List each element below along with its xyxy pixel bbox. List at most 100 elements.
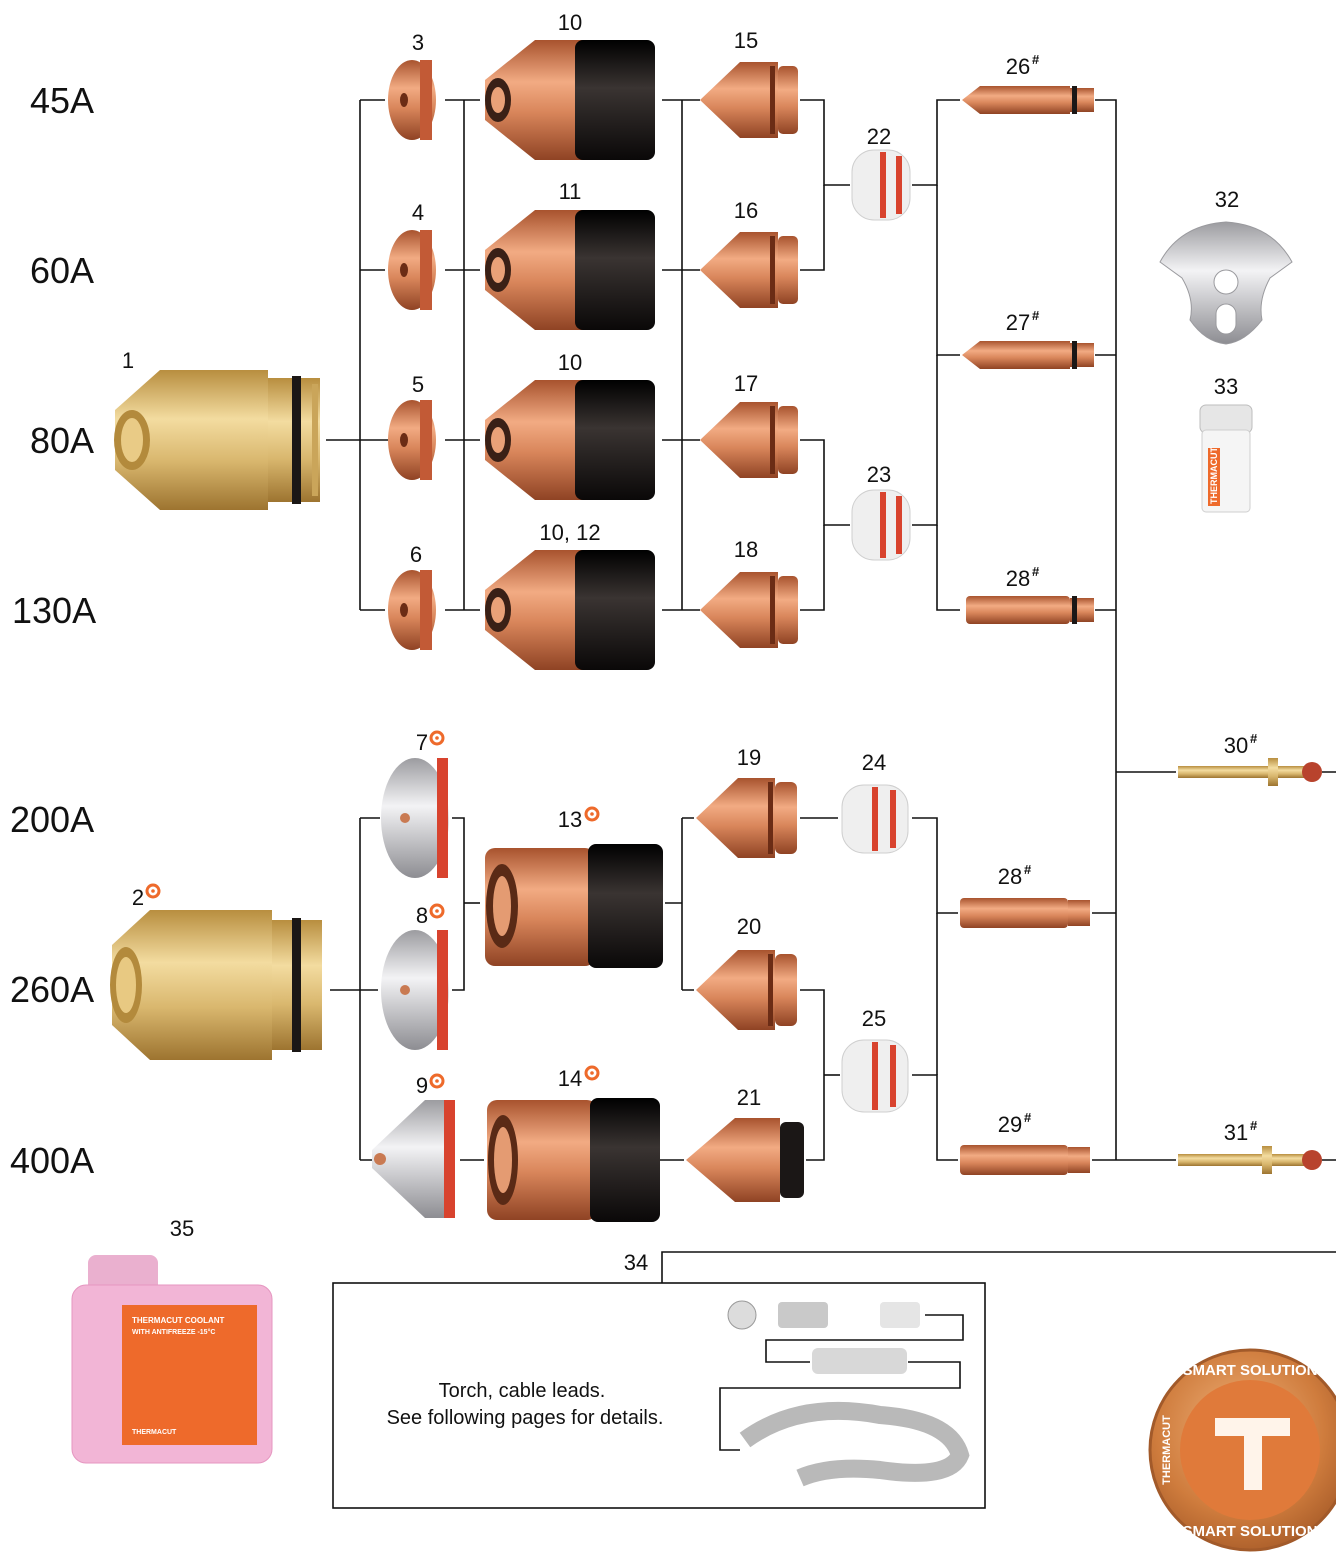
part-number: 17 [734, 371, 758, 396]
shielded-cap-11 [485, 210, 655, 330]
part-number: 15 [734, 28, 758, 53]
part-number: 24 [862, 750, 886, 775]
electrode-28-a [966, 596, 1094, 624]
nozzle-15 [700, 62, 798, 138]
part-number: 22 [867, 124, 891, 149]
hash-mark: # [1032, 308, 1040, 323]
torch-note-line2: See following pages for details. [387, 1407, 664, 1429]
nozzle-18 [700, 572, 798, 648]
swirl-ring-22 [851, 149, 911, 221]
coolant-title-line1: THERMACUT COOLANT [132, 1316, 225, 1325]
hash-mark: # [1024, 862, 1032, 877]
special-mark-icon [429, 730, 445, 746]
part-number: 25 [862, 1006, 886, 1031]
shielded-cap-10-12 [485, 550, 655, 670]
part-number: 18 [734, 537, 758, 562]
special-mark-icon [584, 1065, 600, 1081]
part-number: 4 [412, 200, 424, 225]
nozzle-16 [700, 232, 798, 308]
hash-mark: # [1032, 564, 1040, 579]
part-number: 10 [558, 10, 582, 35]
electrode-26 [962, 86, 1094, 114]
shield-6 [388, 570, 436, 650]
part-numbers: 1 2 3 4 5 6 7 8 9 10 11 10 10, 12 13 14 … [122, 10, 1248, 1275]
smart-solution-badge: SMART SOLUTION SMART SOLUTION THERMACUT [1148, 1348, 1336, 1552]
hash-marks: # # # # # # # [1024, 52, 1258, 1133]
retaining-cap-2 [110, 910, 322, 1060]
badge-top-text: SMART SOLUTION [1183, 1362, 1318, 1379]
coolant-title-line2: WITH ANTIFREEZE -15°C [132, 1328, 215, 1336]
amperage-label: 400A [10, 1140, 94, 1181]
amperage-label: 260A [10, 969, 94, 1010]
part-number: 5 [412, 372, 424, 397]
shield-5 [388, 400, 436, 480]
consumable-tool-32 [1159, 221, 1293, 345]
shielded-cap-13 [485, 844, 663, 968]
part-number: 11 [559, 179, 582, 204]
shield-4 [388, 230, 436, 310]
part-number: 1 [122, 348, 134, 373]
part-number: 29 [998, 1112, 1022, 1137]
part-number: 6 [410, 542, 422, 567]
amperage-label: 80A [30, 420, 94, 461]
hash-mark: # [1250, 1118, 1258, 1133]
part-number: 21 [737, 1085, 761, 1110]
special-mark-icon [429, 1073, 445, 1089]
amperage-label: 45A [30, 80, 94, 121]
shielded-cap-10-b [485, 380, 655, 500]
part-number: 35 [170, 1216, 194, 1241]
part-number: 28 [998, 864, 1022, 889]
part-number: 7 [416, 730, 428, 755]
part-number: 27 [1006, 310, 1030, 335]
shielded-cap-10 [485, 40, 655, 160]
amperage-label: 60A [30, 250, 94, 291]
part-number: 19 [737, 745, 761, 770]
nozzle-20 [696, 950, 797, 1030]
part-number: 33 [1214, 374, 1238, 399]
part-number: 14 [558, 1066, 582, 1091]
electrode-27 [962, 341, 1094, 369]
connector-lines [326, 99, 1336, 1283]
lubricant-brand-text: THERMACUT [1209, 447, 1219, 504]
special-mark-icon [584, 806, 600, 822]
part-number: 32 [1215, 187, 1239, 212]
shield-7 [381, 758, 449, 878]
coolant-jug-35: THERMACUT COOLANT WITH ANTIFREEZE -15°C … [71, 1255, 273, 1464]
amperage-label: 130A [12, 590, 96, 631]
electrode-29 [960, 1145, 1090, 1175]
part-number: 3 [412, 30, 424, 55]
special-mark-icon [145, 883, 161, 899]
hash-mark: # [1024, 1110, 1032, 1125]
part-number: 34 [624, 1250, 648, 1275]
swirl-ring-23 [851, 489, 911, 561]
nozzle-21 [686, 1118, 804, 1202]
badge-side-text: THERMACUT [1161, 1415, 1173, 1485]
shield-8 [381, 930, 449, 1050]
part-number: 28 [1006, 566, 1030, 591]
hash-mark: # [1250, 731, 1258, 746]
o-ring-lubricant-33: THERMACUT [1199, 404, 1253, 513]
part-number: 16 [734, 198, 758, 223]
torch-note-line1: Torch, cable leads. [439, 1380, 606, 1402]
coolant-tube-31 [1178, 1146, 1322, 1174]
part-number: 13 [558, 807, 582, 832]
shield-9 [372, 1100, 455, 1218]
part-number: 23 [867, 462, 891, 487]
part-number: 10 [558, 350, 582, 375]
electrode-28-b [960, 898, 1090, 928]
part-number: 26 [1006, 54, 1030, 79]
part-number: 8 [416, 903, 428, 928]
part-number: 2 [132, 885, 144, 910]
special-mark-icon [429, 903, 445, 919]
nozzle-19 [696, 778, 797, 858]
coolant-tube-30 [1178, 758, 1322, 786]
torch-box-34: Torch, cable leads. See following pages … [332, 1282, 986, 1509]
part-number: 9 [416, 1073, 428, 1098]
coolant-brand: THERMACUT [132, 1429, 177, 1436]
badge-bottom-text: SMART SOLUTION [1183, 1523, 1318, 1540]
amperage-label: 200A [10, 799, 94, 840]
swirl-ring-25 [841, 1039, 909, 1113]
nozzle-17 [700, 402, 798, 478]
part-number: 30 [1224, 733, 1248, 758]
